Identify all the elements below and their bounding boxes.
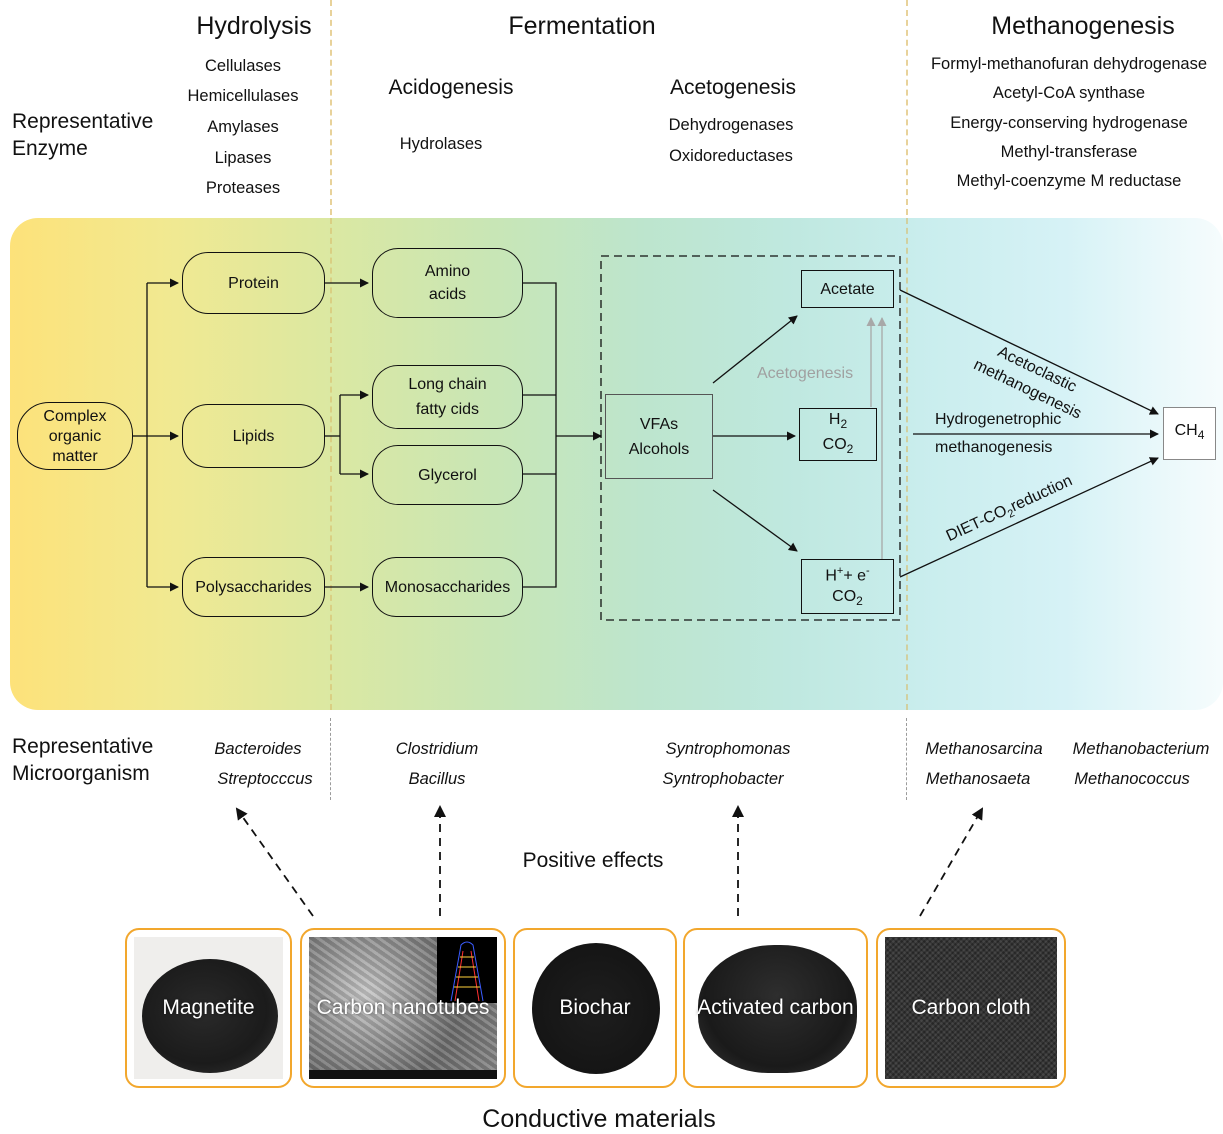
node-complex-organic-matter: Complex organic matter [17,402,133,470]
enzyme-item: Cellulases [204,57,282,75]
stage-divider [906,0,908,215]
node-polysaccharides: Polysaccharides [182,557,325,617]
stage-methanogenesis-title: Methanogenesis [991,12,1175,40]
material-label: Activated carbon [697,996,854,1019]
enzyme-item: Hemicellulases [187,87,299,105]
node-h2-co2: H2 CO2 [799,408,877,461]
node-acetate: Acetate [801,270,894,308]
enzyme-item: Formyl-methanofuran dehydrogenase [930,55,1208,73]
node-label: Protein [228,274,279,292]
enzyme-item: Dehydrogenases [668,116,794,134]
material-card-activated-carbon: Activated carbon [683,928,868,1088]
node-label: Monosaccharides [384,578,511,596]
stage-divider [330,0,332,215]
hydrogenotrophic-label-line1: Hydrogenetrophic [935,411,1062,428]
material-label: Biochar [559,996,631,1019]
material-card-magnetite: Magnetite [125,928,292,1088]
microorganism-row-label-line1: Representative [12,735,154,758]
node-amino-acids: Amino acids [372,248,523,318]
microorganism-row-label: Representative Microorganism [12,733,153,787]
biochar-image: Biochar [522,937,668,1079]
acetogenesis-pathway-label: Acetogenesis [757,365,854,382]
enzyme-item: Hydrolases [399,135,483,153]
hydrogenotrophic-label-line2: methanogenesis [935,439,1053,456]
microorganism-item: Methanosarcina [925,740,1043,758]
microorganism-item: Streptocccus [217,770,313,788]
node-label: Amino [424,263,471,280]
enzyme-row-label-line1: Representative [12,110,154,133]
node-protein: Protein [182,252,325,314]
node-long-chain-fatty-acids: Long chain fatty cids [372,365,523,429]
carbon-nanotubes-image: Carbon nanotubes [309,937,497,1079]
node-label: Polysaccharides [195,578,312,596]
process-band [10,218,1223,710]
material-card-carbon-nanotubes: Carbon nanotubes [300,928,506,1088]
conductive-materials-caption: Conductive materials [482,1105,716,1133]
node-label: Alcohols [628,440,690,458]
node-lipids: Lipids [182,404,325,468]
nanotube-model-inset [437,937,497,1003]
microorganism-item: Methanosaeta [925,770,1031,788]
substage-acidogenesis-title: Acidogenesis [388,76,514,99]
magnetite-image: Magnetite [134,937,283,1079]
stage-fermentation-title: Fermentation [508,12,656,40]
stage-hydrolysis-title: Hydrolysis [196,12,312,40]
enzyme-item: Methyl-coenzyme M reductase [956,172,1182,190]
material-label: Magnetite [162,996,255,1019]
node-label: acids [428,286,467,303]
stage-divider [906,718,907,800]
microorganism-item: Methanobacterium [1072,740,1210,758]
activated-carbon-image: Activated carbon [692,937,859,1079]
node-label: CH4 [1174,422,1205,443]
carbon-cloth-image: Carbon cloth [885,937,1057,1079]
microorganism-item: Methanococcus [1074,770,1190,788]
enzyme-item: Proteases [205,179,281,197]
node-label: organic [48,427,102,445]
material-card-biochar: Biochar [513,928,677,1088]
microorganism-item: Syntrophobacter [662,770,784,788]
stage-divider [906,218,908,710]
stage-divider [330,718,331,800]
node-label: Glycerol [418,466,477,484]
microorganism-item: Bacteroides [214,740,302,758]
microorganism-item: Syntrophomonas [665,740,791,758]
enzyme-item: Acetyl-CoA synthase [992,84,1146,102]
microorganism-item: Bacillus [408,770,466,788]
node-label: CO2 [832,588,863,609]
node-label: H2 [828,410,848,431]
substage-acetogenesis-title: Acetogenesis [669,76,797,99]
enzyme-item: Lipases [214,149,272,167]
node-hplus-electrons-co2: H++ e- CO2 [801,559,894,614]
material-card-carbon-cloth: Carbon cloth [876,928,1066,1088]
node-label: CO2 [822,436,854,457]
enzyme-row-label: Representative Enzyme [12,108,153,162]
microorganism-item: Clostridium [395,740,479,758]
enzyme-item: Methyl-transferase [1000,143,1138,161]
node-label: Complex [43,407,107,425]
node-ch4: CH4 [1163,407,1216,460]
node-label: VFAs [639,415,679,433]
stage-divider [330,218,332,710]
node-vfas-alcohols: VFAs Alcohols [605,394,713,479]
node-label: matter [52,447,98,465]
node-label: Lipids [232,427,275,445]
enzyme-item: Oxidoreductases [669,147,793,165]
node-monosaccharides: Monosaccharides [372,557,523,617]
microorganism-row-label-line2: Microorganism [12,762,150,785]
node-glycerol: Glycerol [372,445,523,505]
enzyme-row-label-line2: Enzyme [12,137,88,160]
enzyme-item: Amylases [207,118,279,136]
enzyme-item: Energy-conserving hydrogenase [950,114,1188,132]
node-label: Acetate [820,280,875,298]
material-label: Carbon nanotubes [316,996,490,1019]
positive-effects-label: Positive effects [522,849,664,872]
node-label: fatty cids [415,401,480,418]
material-label: Carbon cloth [911,996,1031,1019]
node-label: Long chain [408,376,487,393]
node-label: H++ e- [825,564,870,585]
